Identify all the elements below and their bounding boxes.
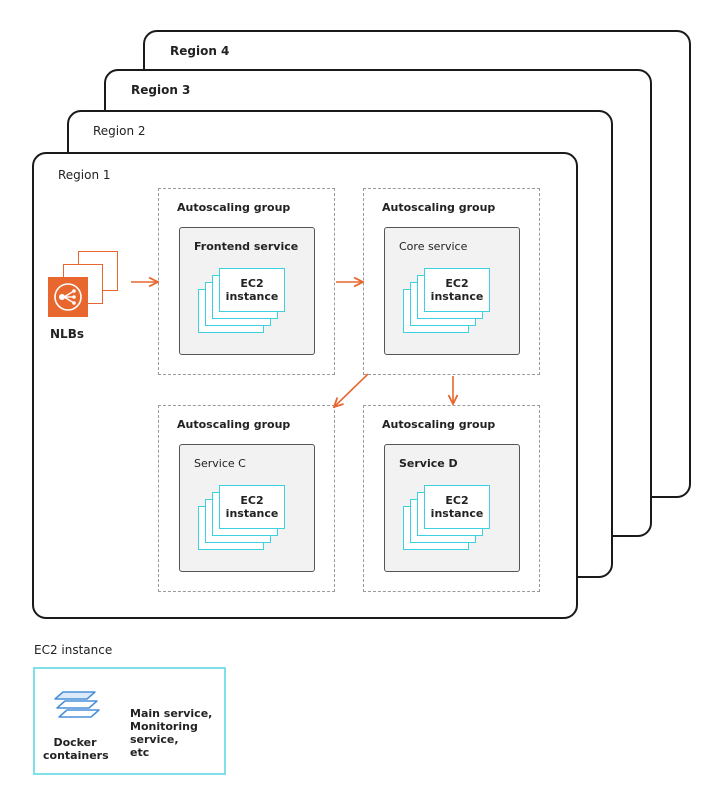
nlb-label: NLBs (50, 327, 84, 341)
service-c: Service C EC2 instance (179, 444, 315, 572)
autoscaling-group-frontend: Autoscaling group Frontend service EC2 i… (158, 188, 335, 375)
service-label: Core service (399, 240, 468, 253)
asg-label: Autoscaling group (177, 418, 291, 431)
ec2-instance-label: EC2 instance (225, 277, 279, 303)
ec2-instance-label: EC2 instance (430, 277, 484, 303)
autoscaling-group-service-d: Autoscaling group Service D EC2 instance (363, 405, 540, 592)
frontend-service: Frontend service EC2 instance (179, 227, 315, 355)
autoscaling-group-service-c: Autoscaling group Service C EC2 instance (158, 405, 335, 592)
docker-containers-label: Docker containers (43, 736, 109, 762)
region-label: Region 1 (58, 168, 111, 182)
service-d: Service D EC2 instance (384, 444, 520, 572)
service-label: Service C (194, 457, 246, 470)
core-service: Core service EC2 instance (384, 227, 520, 355)
asg-label: Autoscaling group (382, 201, 496, 214)
service-label: Service D (399, 457, 458, 470)
ec2-instance-card: EC2 instance (219, 268, 285, 312)
legend-title: EC2 instance (34, 643, 113, 657)
region-label: Region 2 (93, 124, 146, 138)
ec2-instance-card: EC2 instance (424, 268, 490, 312)
arrow-core-to-service-c (334, 373, 369, 407)
ec2-instance-label: EC2 instance (225, 494, 279, 520)
asg-label: Autoscaling group (177, 201, 291, 214)
load-balancer-icon (48, 277, 88, 317)
region-label: Region 4 (170, 44, 230, 58)
asg-label: Autoscaling group (382, 418, 496, 431)
ec2-instance-card: EC2 instance (424, 485, 490, 529)
legend-description: Main service, Monitoring service, etc (130, 707, 213, 759)
ec2-instance-label: EC2 instance (430, 494, 484, 520)
autoscaling-group-core: Autoscaling group Core service EC2 insta… (363, 188, 540, 375)
ec2-instance-card: EC2 instance (219, 485, 285, 529)
region-label: Region 3 (131, 83, 191, 97)
service-label: Frontend service (194, 240, 299, 253)
stacked-layers-icon (54, 691, 100, 718)
legend-box: Docker containers Main service, Monitori… (33, 667, 226, 775)
